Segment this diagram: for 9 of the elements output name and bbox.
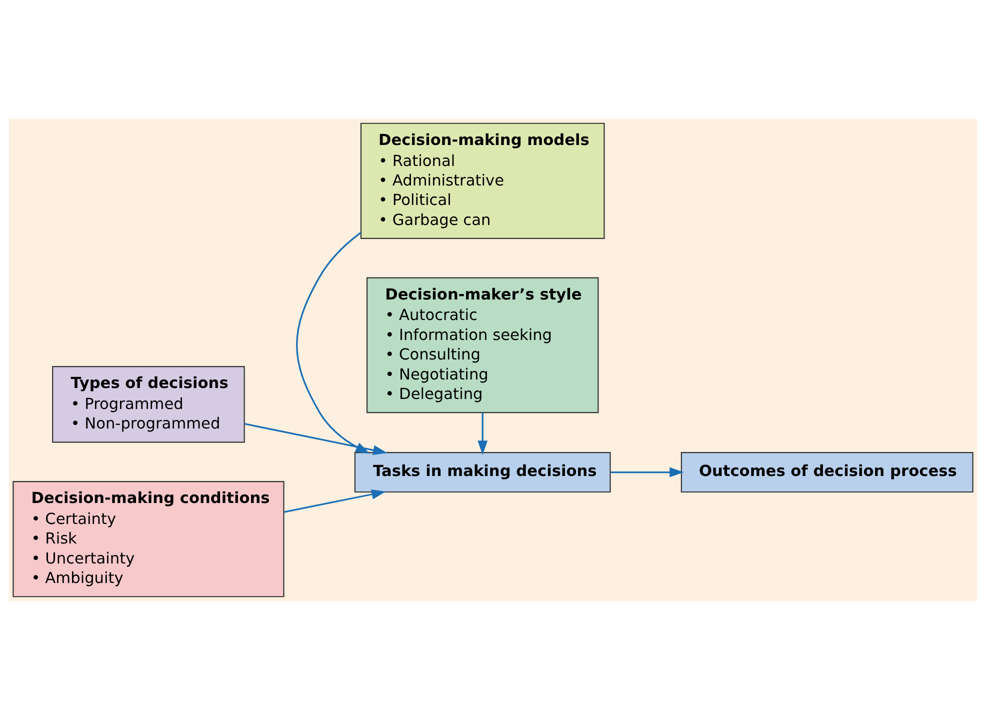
arrow	[284, 488, 386, 512]
arrow	[610, 466, 684, 477]
node-box: Decision-making models • Rational • Administrative • Political • Garbage can	[360, 122, 605, 238]
arrow	[478, 412, 488, 454]
node-box: Outcomes of decision process	[680, 452, 974, 492]
node-box: Types of decisions • Programmed • Non-programmed	[52, 366, 245, 442]
node-box: Decision-maker’s style • Autocratic • Information seeking • Consulting • Negotiating • Delegating	[366, 276, 599, 413]
node-box: Decision-making conditions • Certainty • Risk • Uncertainty • Ambiguity	[12, 480, 284, 597]
node-box: Tasks in making decisions	[354, 452, 611, 492]
